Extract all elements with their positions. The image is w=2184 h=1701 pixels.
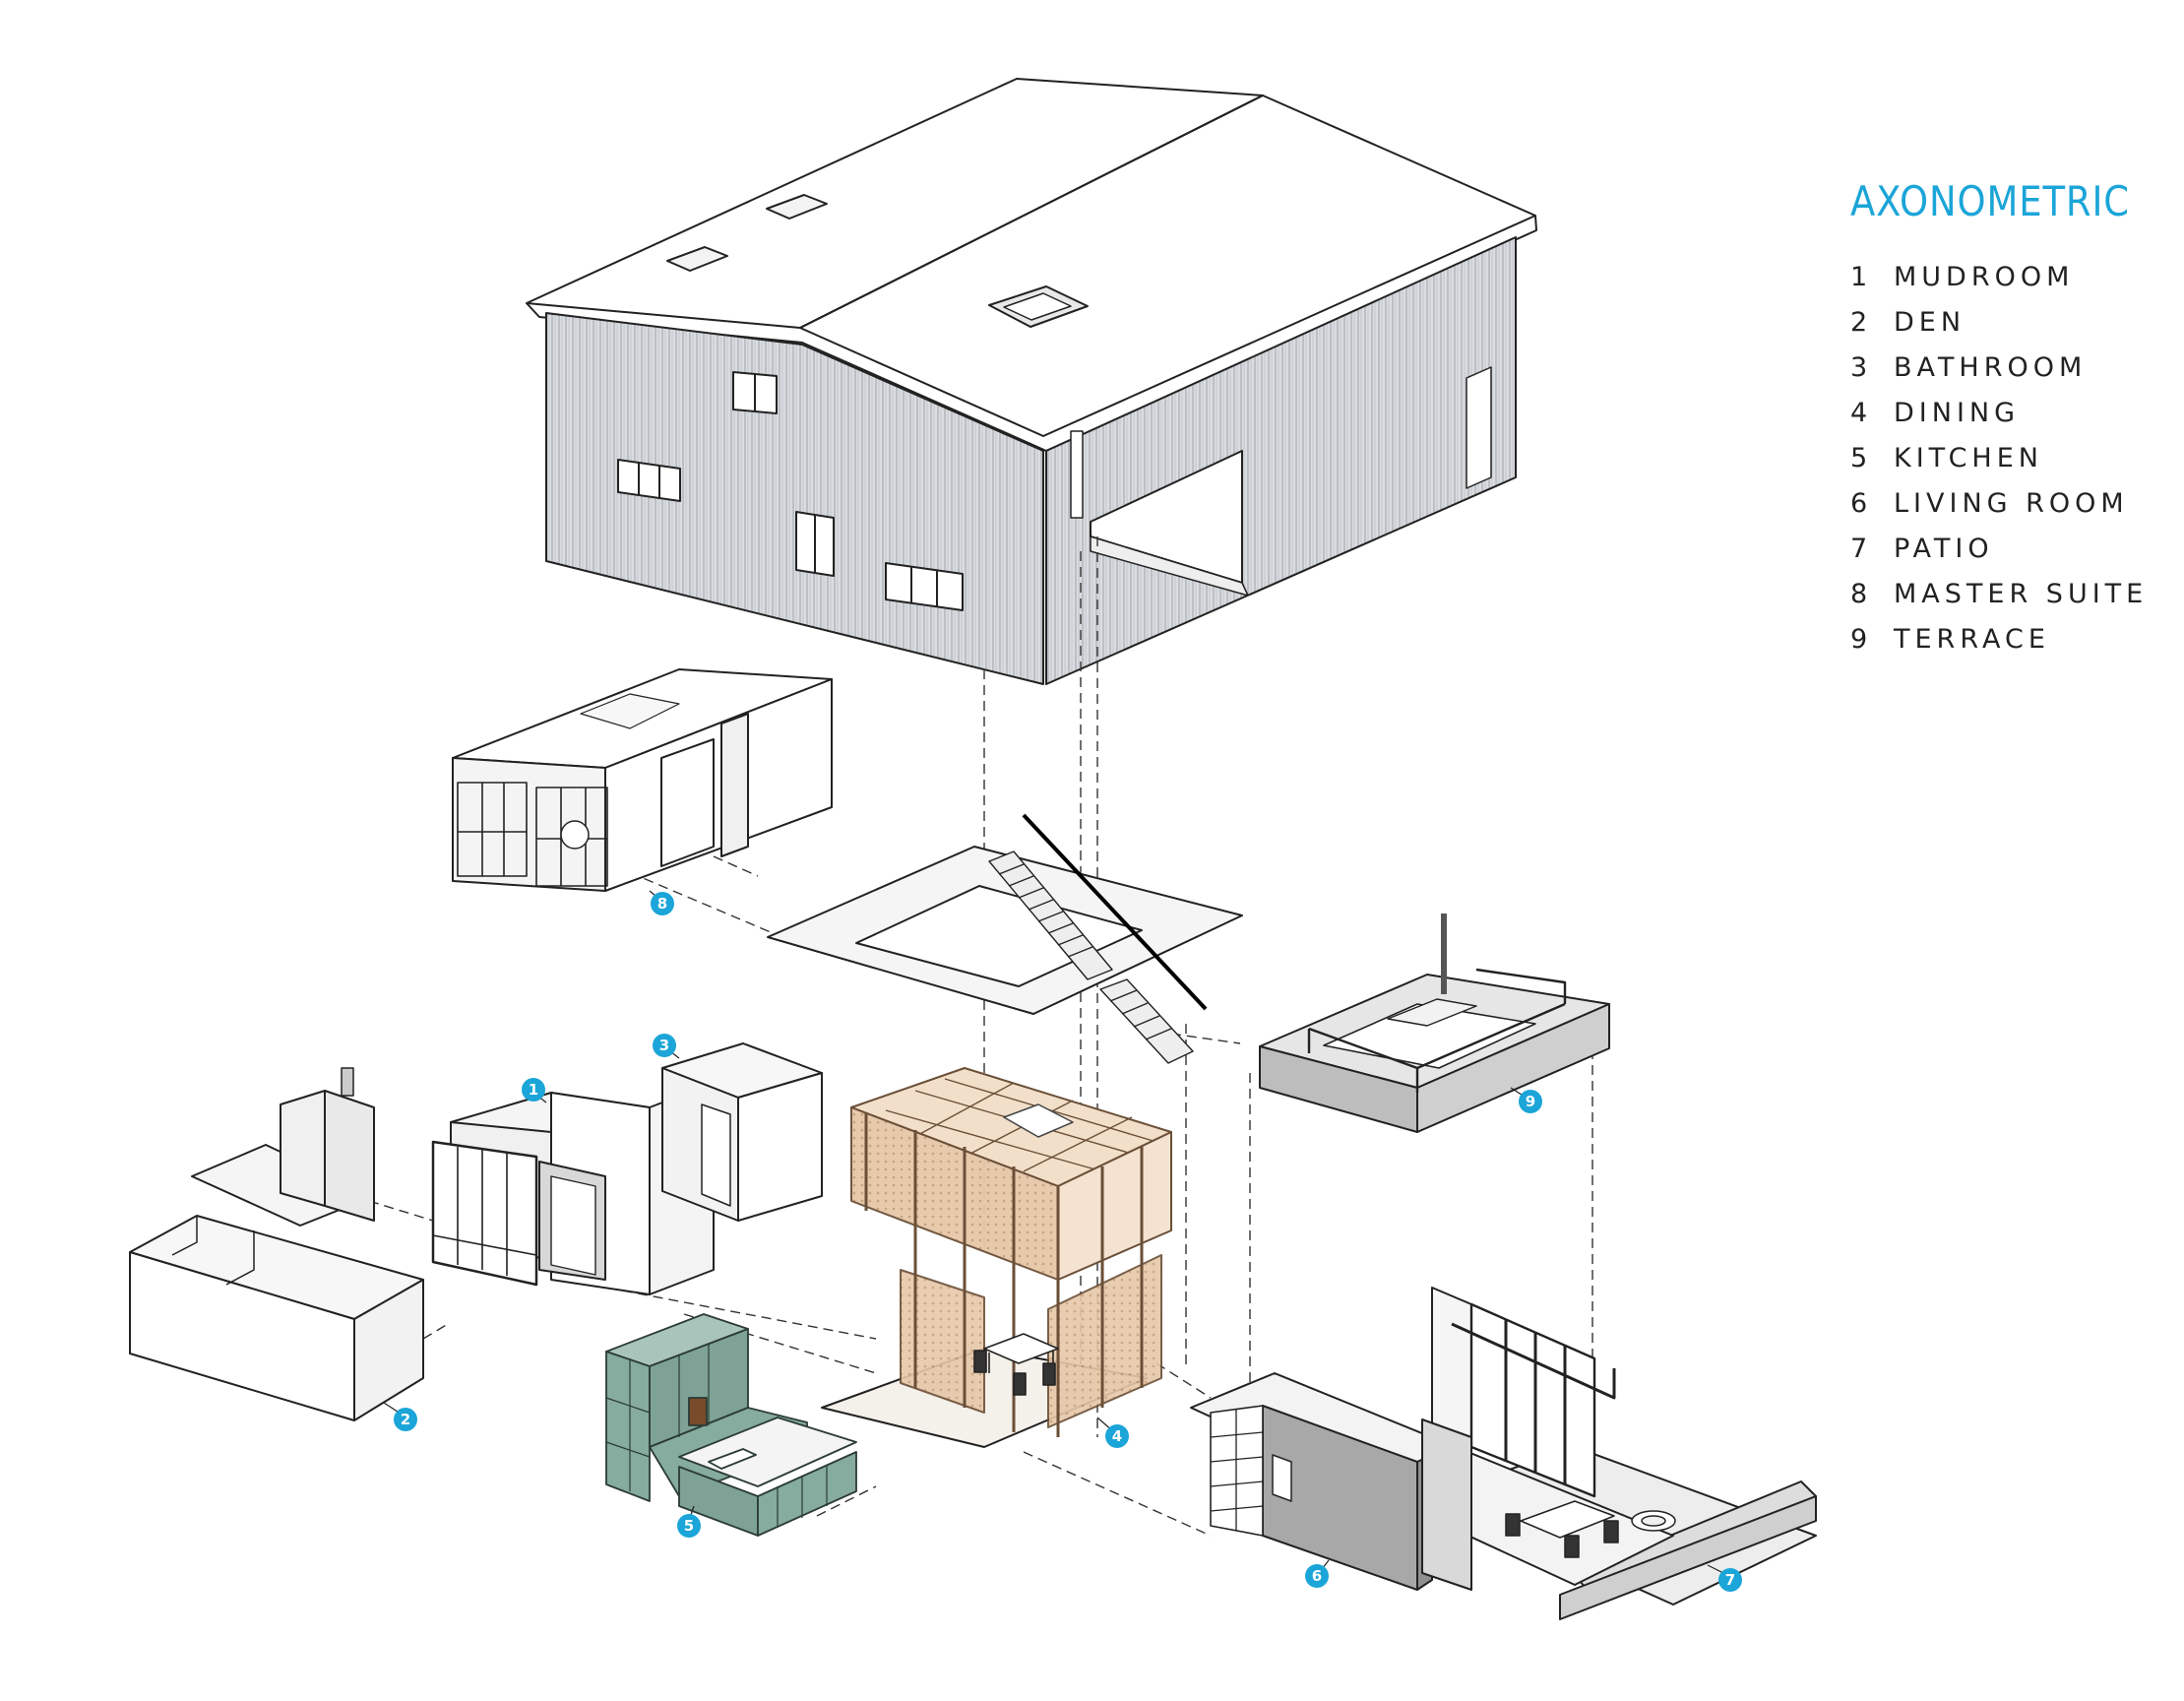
bathroom-volume bbox=[661, 1042, 823, 1222]
legend-item-den: 2 DEN bbox=[1850, 300, 2165, 346]
legend: AXONOMETRIC 1 MUDROOM 2 DEN 3 BATHROOM 4 DIN… bbox=[1850, 177, 2165, 662]
skylight-2 bbox=[766, 194, 828, 220]
legend-label: LIVING ROOM bbox=[1894, 488, 2129, 519]
legend-number: 3 bbox=[1850, 352, 1868, 383]
den-floor-panel bbox=[191, 1067, 375, 1227]
legend-number: 9 bbox=[1850, 624, 1868, 655]
marker-kitchen: 5 bbox=[677, 1505, 701, 1538]
legend-number: 5 bbox=[1850, 443, 1868, 473]
svg-text:5: 5 bbox=[684, 1517, 694, 1535]
legend-label: TERRACE bbox=[1894, 624, 2050, 655]
patio-furniture bbox=[1505, 1500, 1676, 1558]
dining-table bbox=[973, 1333, 1059, 1396]
shed-windows bbox=[617, 371, 964, 611]
marker-den: 2 bbox=[383, 1402, 417, 1431]
legend-number: 8 bbox=[1850, 579, 1868, 609]
svg-text:1: 1 bbox=[529, 1081, 538, 1099]
legend-number: 1 bbox=[1850, 262, 1868, 292]
svg-text:2: 2 bbox=[401, 1411, 410, 1428]
stair-lower bbox=[1099, 978, 1194, 1064]
svg-text:9: 9 bbox=[1526, 1093, 1535, 1110]
legend-item-bathroom: 3 BATHROOM bbox=[1850, 346, 2165, 391]
svg-text:6: 6 bbox=[1312, 1567, 1322, 1585]
shed-side-door bbox=[1466, 366, 1492, 489]
mezzanine-floor bbox=[767, 813, 1243, 1064]
legend-title: AXONOMETRIC bbox=[1850, 177, 2130, 225]
marker-patio: 7 bbox=[1707, 1564, 1742, 1592]
stair-upper bbox=[988, 850, 1113, 980]
legend-label: MASTER SUITE bbox=[1894, 579, 2149, 609]
marker-bathroom: 3 bbox=[653, 1034, 680, 1059]
legend-label: MUDROOM bbox=[1894, 262, 2075, 292]
svg-text:7: 7 bbox=[1725, 1571, 1735, 1589]
shed-building bbox=[526, 78, 1537, 685]
legend-number: 7 bbox=[1850, 534, 1868, 564]
legend-label: BATHROOM bbox=[1894, 352, 2088, 383]
marker-mudroom: 1 bbox=[522, 1078, 547, 1103]
legend-label: PATIO bbox=[1894, 534, 1994, 564]
legend-label: KITCHEN bbox=[1894, 443, 2043, 473]
terrace-volume bbox=[1259, 914, 1610, 1133]
legend-label: DINING bbox=[1894, 398, 2021, 428]
legend-item-dining: 4 DINING bbox=[1850, 391, 2165, 436]
skylight-1 bbox=[666, 246, 728, 272]
legend-label: DEN bbox=[1894, 307, 1966, 338]
legend-item-terrace: 9 TERRACE bbox=[1850, 617, 2165, 662]
svg-text:3: 3 bbox=[659, 1037, 669, 1054]
svg-text:4: 4 bbox=[1112, 1427, 1122, 1445]
legend-number: 6 bbox=[1850, 488, 1868, 519]
marker-terrace: 9 bbox=[1510, 1087, 1542, 1113]
legend-list: 1 MUDROOM 2 DEN 3 BATHROOM 4 DINING 5 KITCHEN… bbox=[1850, 255, 2165, 662]
legend-number: 2 bbox=[1850, 307, 1868, 338]
legend-item-patio: 7 PATIO bbox=[1850, 527, 2165, 572]
pavilion-lower-right bbox=[1047, 1254, 1162, 1428]
den-volume bbox=[129, 1215, 424, 1421]
dining-pavilion bbox=[821, 1067, 1172, 1448]
legend-item-master-suite: 8 MASTER SUITE bbox=[1850, 572, 2165, 617]
marker-dining: 4 bbox=[1096, 1417, 1129, 1448]
room-markers: 1 2 3 4 5 6 7 bbox=[383, 890, 1742, 1592]
legend-item-kitchen: 5 KITCHEN bbox=[1850, 436, 2165, 481]
marker-living-room: 6 bbox=[1305, 1559, 1330, 1588]
kitchen-volume bbox=[605, 1313, 857, 1537]
svg-text:8: 8 bbox=[657, 895, 667, 913]
master-suite-volume bbox=[452, 668, 833, 892]
living-patio-volume bbox=[1190, 1287, 1817, 1620]
legend-item-living-room: 6 LIVING ROOM bbox=[1850, 481, 2165, 527]
marker-master-suite: 8 bbox=[649, 890, 674, 915]
legend-number: 4 bbox=[1850, 398, 1868, 428]
legend-item-mudroom: 1 MUDROOM bbox=[1850, 255, 2165, 300]
